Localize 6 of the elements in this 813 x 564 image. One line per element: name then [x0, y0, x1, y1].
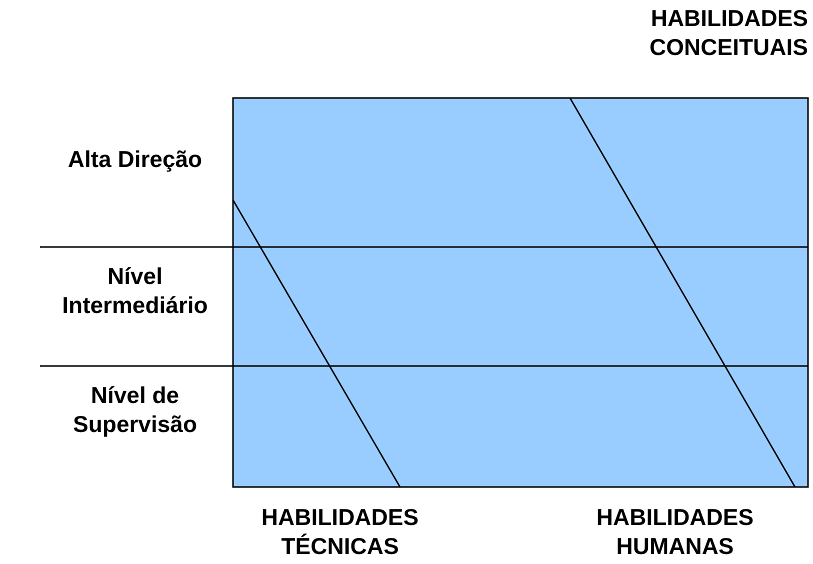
level-label: Alta Direção: [66, 145, 204, 174]
axis-title: HABILIDADES TÉCNICAS: [260, 503, 420, 561]
axis-title: HABILIDADES CONCEITUAIS: [648, 4, 808, 62]
axis-title: HABILIDADES HUMANAS: [595, 503, 755, 561]
level-label: Nível Intermediário: [61, 262, 209, 320]
level-label: Nível de Supervisão: [72, 381, 198, 439]
